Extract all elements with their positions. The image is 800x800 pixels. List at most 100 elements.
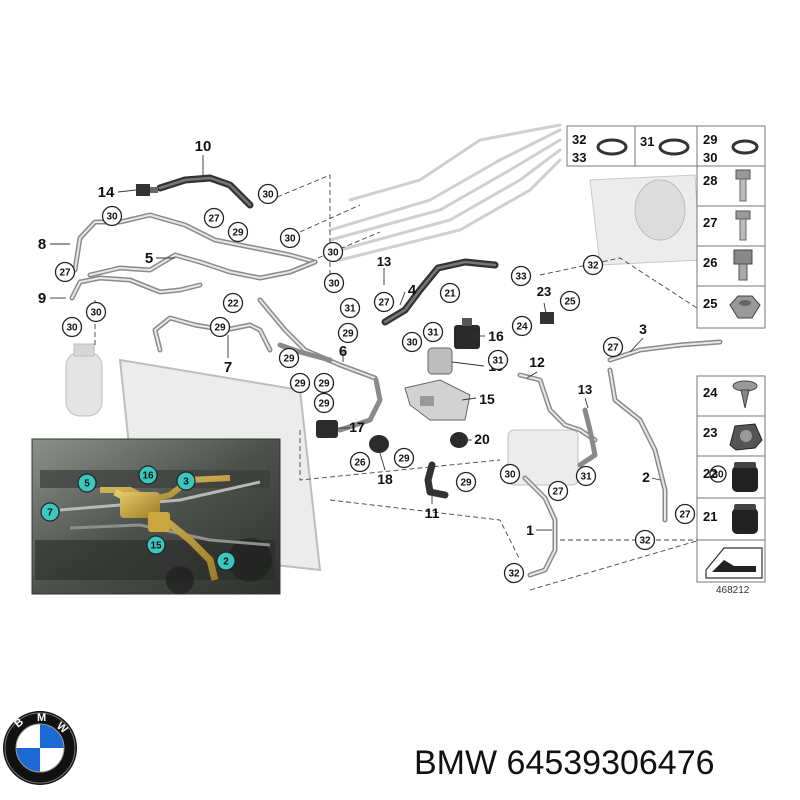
valve-16 [454, 318, 480, 349]
logo-quadrant-blue [16, 748, 40, 772]
bubble-b29-3: 29 [278, 347, 300, 369]
callout-13b: 13 [578, 382, 592, 397]
svg-text:2: 2 [223, 557, 229, 568]
part-18 [369, 435, 389, 453]
hose-4 [381, 258, 499, 326]
bubble-b31-2: 31 [422, 321, 444, 343]
bubble-b27-2: 27 [54, 261, 76, 283]
svg-text:29: 29 [318, 399, 330, 410]
callout-18: 18 [377, 471, 393, 487]
sensor-14 [136, 184, 158, 196]
callout-9: 9 [38, 290, 46, 307]
svg-text:29: 29 [460, 478, 472, 489]
callout-6: 6 [339, 343, 347, 360]
svg-text:24: 24 [516, 322, 528, 333]
line-17 [337, 377, 383, 433]
callout-23: 23 [537, 284, 551, 299]
callout-14: 14 [98, 184, 115, 201]
svg-text:32: 32 [639, 536, 651, 547]
bubble-b29-7: 29 [337, 322, 359, 344]
svg-text:27: 27 [208, 214, 220, 225]
bubble-b31-4: 31 [575, 465, 597, 487]
panel-label-pp-32-33-1: 33 [572, 150, 586, 165]
svg-text:30: 30 [66, 323, 78, 334]
bubble-b30-2: 30 [101, 205, 123, 227]
line-12 [517, 372, 598, 443]
callout-12: 12 [529, 354, 545, 370]
svg-text:30: 30 [712, 470, 724, 481]
bubble-b30-7: 30 [85, 301, 107, 323]
svg-text:15: 15 [150, 541, 162, 552]
clip-icon [732, 380, 758, 409]
svg-text:29: 29 [342, 329, 354, 340]
line-5 [87, 252, 318, 281]
panel-label-pp-29-30-0: 29 [703, 132, 717, 147]
callout-4: 4 [408, 282, 417, 299]
bubble-b30-3: 30 [279, 227, 301, 249]
ghost-pipe-bundle [328, 123, 562, 262]
callout-10: 10 [195, 138, 212, 155]
grommet-icon [729, 423, 763, 451]
ghost-receiver-dryer [65, 343, 103, 417]
line-6 [257, 297, 378, 381]
panel-label-pp-21-0: 21 [703, 509, 717, 524]
line-8 [72, 212, 318, 273]
callout-11: 11 [425, 505, 440, 521]
arrow-sheet-icon [705, 547, 763, 579]
callout-8: 8 [38, 236, 46, 253]
svg-text:21: 21 [444, 289, 456, 300]
o-ring-icon [658, 138, 690, 156]
svg-text:27: 27 [607, 343, 619, 354]
line-3 [607, 339, 723, 363]
parts-panel [566, 125, 766, 583]
svg-text:31: 31 [580, 472, 592, 483]
panel-label-pp-27-0: 27 [703, 215, 717, 230]
photo-marker-p7: 7 [40, 502, 60, 522]
bubble-b30-4: 30 [322, 241, 344, 263]
svg-text:31: 31 [492, 356, 504, 367]
bubble-b32-2: 32 [634, 529, 656, 551]
svg-text:30: 30 [284, 234, 296, 245]
cap-icon [732, 462, 758, 492]
bubble-b30-5: 30 [323, 272, 345, 294]
svg-text:26: 26 [354, 458, 366, 469]
callout-15: 15 [479, 391, 495, 407]
bubble-b27-4: 27 [602, 336, 624, 358]
bubble-b30-9: 30 [499, 463, 521, 485]
callout-2: 2 [642, 469, 650, 485]
callout-16: 16 [488, 328, 504, 344]
leader-lines [50, 155, 661, 531]
o-ring-icon [596, 138, 628, 156]
nut-icon [729, 295, 761, 319]
bubble-b27-3: 27 [373, 291, 395, 313]
photo-marker-p5: 5 [77, 473, 97, 493]
bubble-b31-1: 31 [339, 297, 361, 319]
svg-text:29: 29 [294, 379, 306, 390]
bubble-b26: 26 [349, 451, 371, 473]
diagram-reference-number: 468212 [716, 585, 750, 596]
logo-letter: M [37, 712, 46, 724]
bubble-b27-5: 27 [547, 480, 569, 502]
bmw-logo: B M W [3, 711, 77, 785]
hose-10 [156, 174, 254, 209]
svg-text:30: 30 [406, 338, 418, 349]
logo-quadrant-blue [40, 724, 64, 748]
bubble-b27-1: 27 [203, 207, 225, 229]
block-19 [427, 347, 453, 375]
bubble-b32-1: 32 [582, 254, 604, 276]
part-20 [450, 432, 468, 448]
inset-engine-photo [31, 438, 281, 595]
bolt-icon [733, 249, 753, 281]
svg-text:29: 29 [232, 228, 244, 239]
callout-7: 7 [224, 359, 232, 376]
panel-label-pp-22-0: 22 [703, 466, 717, 481]
photo-marker-p16: 16 [138, 465, 158, 485]
svg-text:3: 3 [183, 477, 189, 488]
line-1 [522, 475, 558, 578]
ghost-evaporator [589, 174, 701, 266]
panel-label-pp-23-0: 23 [703, 425, 717, 440]
svg-text:22: 22 [227, 299, 239, 310]
callout-5: 5 [145, 250, 153, 267]
bubble-b30-6: 30 [61, 316, 83, 338]
